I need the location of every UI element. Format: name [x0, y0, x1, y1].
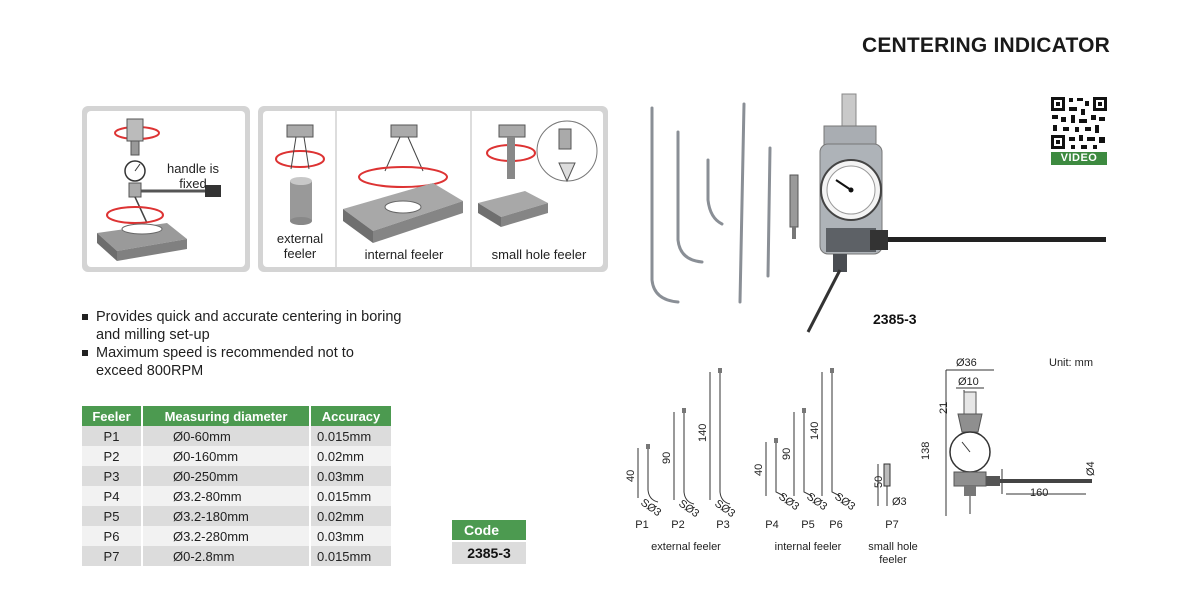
usage-panel-handle: handle is fixed	[82, 106, 250, 272]
small-hole-feeler-part	[789, 174, 799, 239]
feeler-short-bent	[706, 158, 724, 226]
internal-feeler-caption: internal feeler	[364, 247, 444, 262]
page-title: CENTERING INDICATOR	[861, 34, 1110, 57]
code-label: Code	[452, 520, 526, 540]
product-code: 2385-3	[873, 311, 917, 327]
feeler-label-p6: P6	[829, 519, 843, 531]
qr-code-icon[interactable]	[1049, 95, 1109, 165]
feeler-medium-bent	[676, 130, 704, 264]
external-feeler-caption: external feeler	[276, 231, 324, 261]
product-photo	[650, 93, 1106, 333]
indicator-outline	[949, 391, 1092, 514]
feature-item: Provides quick and accurate centering in…	[82, 308, 402, 344]
feature-item: Maximum speed is recommended not to exce…	[82, 344, 402, 380]
table-header-row: Feeler Measuring diameter Accuracy	[82, 406, 393, 426]
video-badge: VIDEO	[1051, 152, 1107, 165]
feeler-label-p1: P1	[635, 519, 649, 531]
small-hole-feeler-caption: small hole feeler	[491, 247, 587, 262]
code-value: 2385-3	[452, 542, 526, 564]
dim-p1-length: 40	[625, 470, 637, 482]
dim-p3-length: 140	[697, 424, 709, 442]
handle-fixed-caption: handle is fixed	[166, 161, 220, 191]
bullet-icon	[82, 314, 88, 320]
dim-height-21: 21	[938, 402, 950, 414]
feeler-label-p4: P4	[765, 519, 779, 531]
dim-p2-length: 90	[661, 452, 673, 464]
dim-diameter-4: Ø4	[1085, 461, 1097, 476]
group-label-small-hole: small hole feeler	[868, 541, 918, 566]
feeler-dimension-drawing: 40 90 140 40 90 140 50 SØ3 SØ3 SØ3 SØ3 S…	[625, 368, 907, 520]
dim-p4-tip: SØ3	[776, 491, 801, 513]
feeler-usage-illustration	[275, 111, 598, 267]
feeler-label-p3: P3	[716, 519, 730, 531]
feeler-label-p7: P7	[885, 519, 899, 531]
dim-diameter-10: Ø10	[958, 376, 979, 388]
bullet-icon	[82, 350, 88, 356]
indicator-dimension-drawing: Ø36 Ø10 21 138 160 Ø4	[920, 357, 1097, 516]
handle-fixed-illustration	[97, 118, 221, 261]
column-header-measuring-diameter: Measuring diameter	[142, 406, 311, 426]
group-label-internal: internal feeler	[774, 541, 842, 553]
group-label-external: external feeler	[651, 541, 721, 553]
dim-p6-length: 140	[809, 422, 821, 440]
column-header-feeler: Feeler	[82, 406, 143, 426]
dim-p6-tip: SØ3	[832, 491, 857, 513]
usage-panel-feelers: external feeler internal feeler small ho…	[258, 106, 608, 272]
dim-p5-length: 90	[781, 448, 793, 460]
column-header-accuracy: Accuracy	[310, 406, 393, 426]
feeler-label-p5: P5	[801, 519, 815, 531]
feeler-long-bent	[650, 106, 680, 304]
dim-p3-tip: SØ3	[712, 498, 737, 520]
dim-p5-tip: SØ3	[804, 491, 829, 513]
dim-length-160: 160	[1030, 487, 1048, 499]
dim-p2-tip: SØ3	[676, 498, 701, 520]
dim-p4-length: 40	[753, 464, 765, 476]
feeler-medium-straight	[766, 146, 772, 278]
feature-list: Provides quick and accurate centering in…	[82, 308, 402, 380]
dim-diameter-36: Ø36	[956, 357, 977, 369]
dim-p1-tip: SØ3	[638, 497, 663, 519]
feeler-label-p2: P2	[671, 519, 685, 531]
dim-height-138: 138	[920, 442, 932, 460]
dim-p7-length: 50	[873, 476, 885, 488]
dim-p7-tip: Ø3	[892, 496, 907, 508]
indicator-body	[806, 93, 1106, 333]
feeler-long-straight	[738, 102, 746, 304]
unit-label: Unit: mm	[1049, 357, 1093, 369]
